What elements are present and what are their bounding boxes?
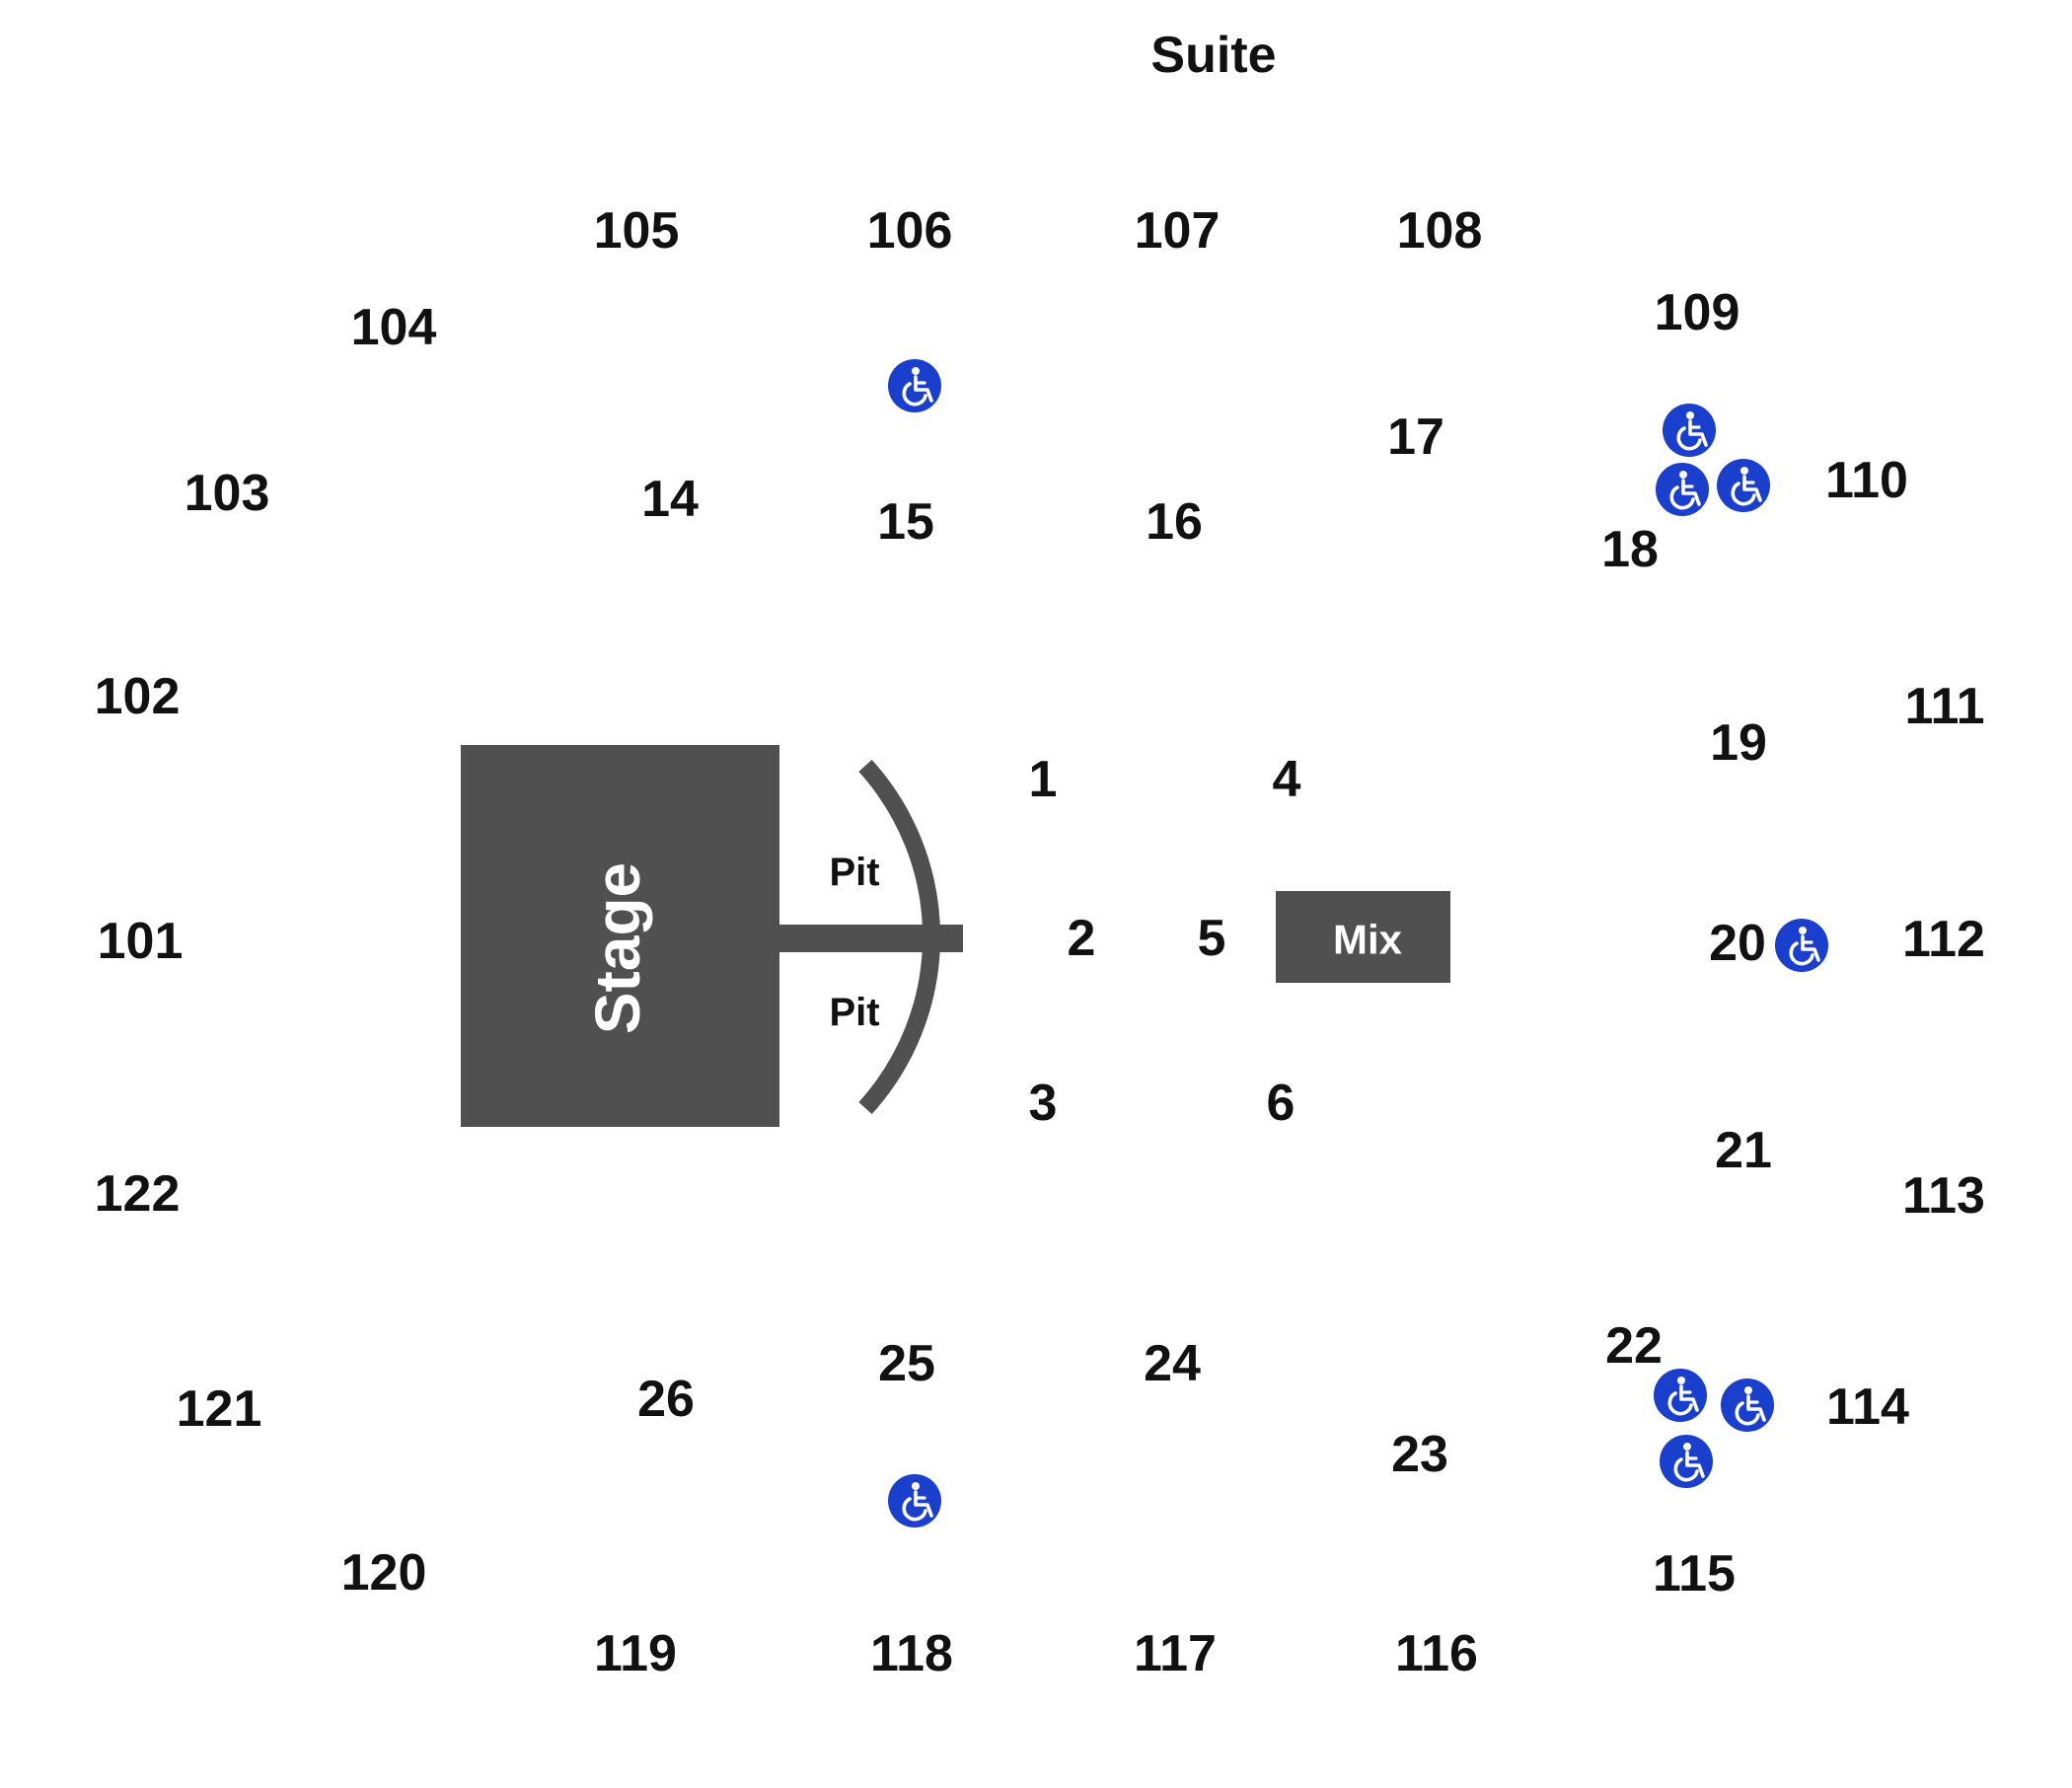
section-107[interactable]: 107 [1135,202,1221,260]
pit-rail [858,759,940,1115]
section-116[interactable]: 116 [1395,1625,1478,1682]
wheelchair-icon[interactable] [1652,1367,1709,1424]
section-1[interactable]: 1 [1029,751,1058,808]
section-2[interactable]: 2 [1068,910,1096,967]
section-105[interactable]: 105 [594,202,680,260]
stage-block [461,745,779,1127]
section-17[interactable]: 17 [1387,409,1444,466]
wheelchair-icon[interactable] [1715,457,1772,514]
section-117[interactable]: 117 [1134,1625,1217,1682]
section-114[interactable]: 114 [1826,1378,1909,1436]
section-26[interactable]: 26 [637,1371,695,1428]
section-103[interactable]: 103 [185,465,270,522]
section-14[interactable]: 14 [641,471,699,528]
upper-level-sections: 101 102 103 104 105 106 107 108 109 110 … [95,202,1985,1682]
section-6[interactable]: 6 [1267,1075,1295,1132]
section-109[interactable]: 109 [1655,284,1740,341]
section-106[interactable]: 106 [867,202,953,260]
section-3[interactable]: 3 [1029,1075,1058,1132]
section-112[interactable]: 112 [1902,911,1985,968]
section-118[interactable]: 118 [870,1625,953,1682]
section-108[interactable]: 108 [1397,202,1483,260]
section-21[interactable]: 21 [1715,1122,1772,1179]
section-18[interactable]: 18 [1601,521,1659,578]
wheelchair-icon[interactable] [886,357,943,414]
stage[interactable]: Stage [461,745,963,1127]
section-20[interactable]: 20 [1709,915,1766,972]
section-115[interactable]: 115 [1653,1545,1736,1602]
section-110[interactable]: 110 [1825,452,1908,509]
wheelchair-icon[interactable] [1773,917,1830,974]
section-113[interactable]: 113 [1902,1167,1985,1225]
mix-position[interactable]: Mix [1276,891,1450,983]
section-19[interactable]: 19 [1710,714,1767,772]
section-111[interactable]: 111 [1904,678,1984,735]
section-22[interactable]: 22 [1605,1317,1663,1375]
lower-level-sections: 14 15 16 17 18 19 20 21 22 23 24 25 26 [637,409,1772,1483]
pit-label-top: Pit [829,851,879,894]
wheelchair-icon[interactable] [1719,1377,1776,1434]
wheelchair-icon[interactable] [1661,402,1718,459]
section-122[interactable]: 122 [95,1165,181,1223]
section-5[interactable]: 5 [1198,910,1226,967]
suite-label[interactable]: Suite [1150,27,1276,84]
pit-area[interactable]: Pit Pit [829,759,940,1115]
wheelchair-icon[interactable] [886,1472,943,1529]
section-119[interactable]: 119 [594,1625,677,1682]
section-121[interactable]: 121 [177,1380,262,1438]
wheelchair-icon[interactable] [1658,1433,1715,1490]
floor-sections: 1 2 3 4 5 6 [1029,751,1301,1132]
section-16[interactable]: 16 [1146,493,1203,551]
section-25[interactable]: 25 [878,1335,935,1392]
mix-label: Mix [1333,917,1403,963]
section-24[interactable]: 24 [1144,1335,1201,1392]
section-102[interactable]: 102 [95,668,181,725]
stage-label: Stage [582,862,653,1034]
section-4[interactable]: 4 [1273,751,1301,808]
section-23[interactable]: 23 [1391,1426,1448,1483]
section-120[interactable]: 120 [341,1544,427,1602]
wheelchair-icon[interactable] [1654,461,1711,518]
section-104[interactable]: 104 [351,299,437,356]
section-101[interactable]: 101 [98,913,184,970]
mix-box [1276,891,1450,983]
pit-label-bottom: Pit [829,991,879,1034]
section-15[interactable]: 15 [877,493,934,551]
